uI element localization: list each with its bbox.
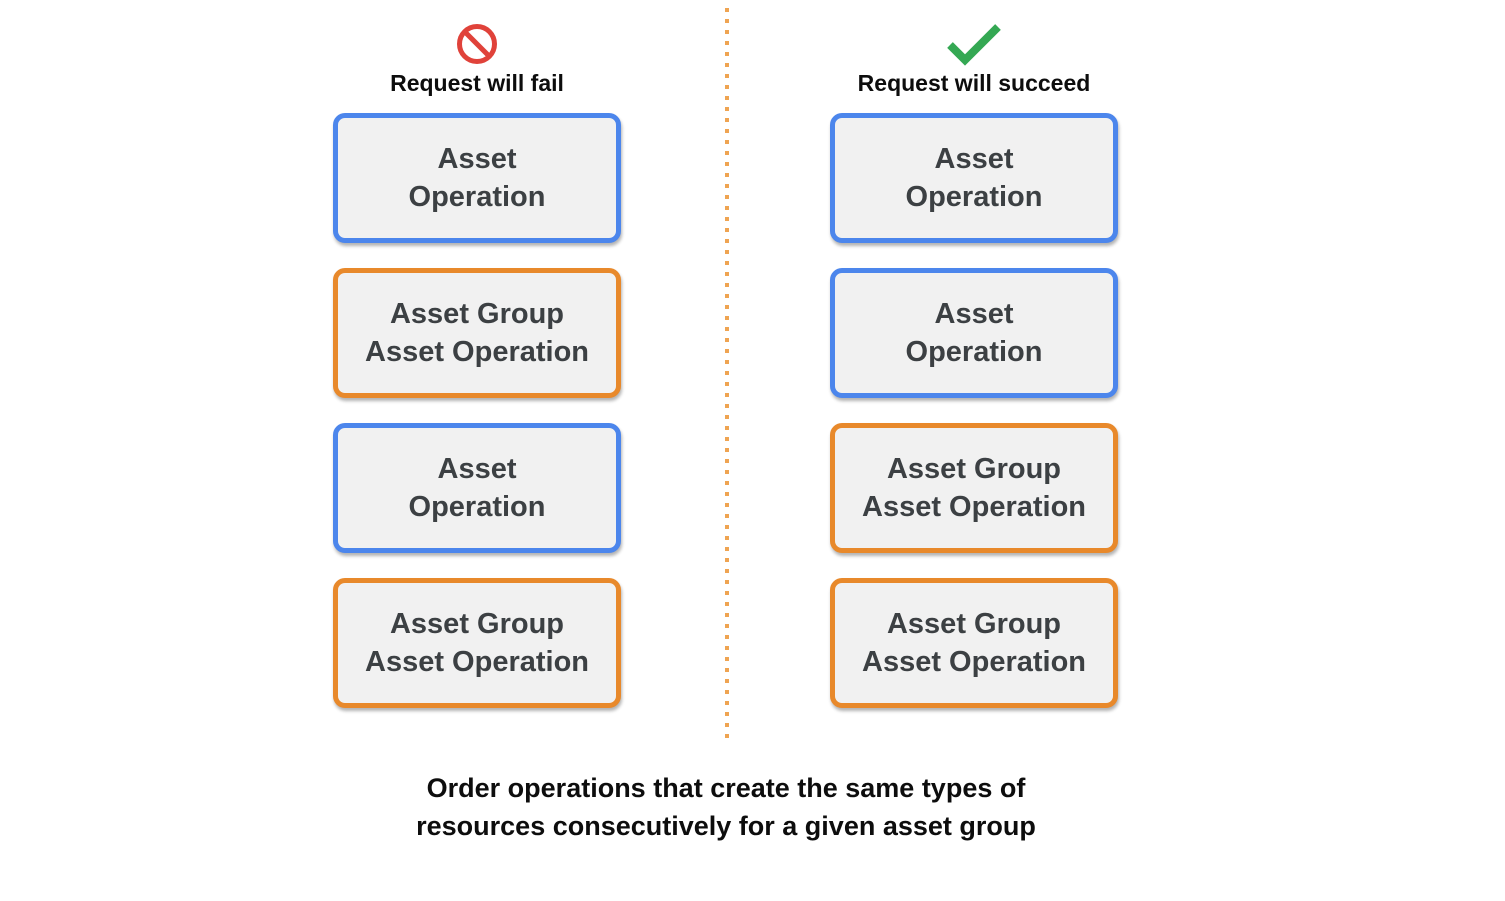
box-label: Asset Group Asset Operation bbox=[862, 453, 1086, 523]
checkmark-icon bbox=[945, 21, 1003, 67]
succeed-box-2-asset-operation: Asset Operation bbox=[830, 268, 1118, 398]
succeed-column: Request will succeed Asset Operation Ass… bbox=[830, 0, 1118, 708]
fail-box-4-asset-group-asset-operation: Asset Group Asset Operation bbox=[333, 578, 621, 708]
box-label: Asset Group Asset Operation bbox=[365, 608, 589, 678]
fail-box-2-asset-group-asset-operation: Asset Group Asset Operation bbox=[333, 268, 621, 398]
fail-box-1-asset-operation: Asset Operation bbox=[333, 113, 621, 243]
fail-box-3-asset-operation: Asset Operation bbox=[333, 423, 621, 553]
succeed-column-heading: Request will succeed bbox=[857, 70, 1091, 96]
box-label: Asset Group Asset Operation bbox=[862, 608, 1086, 678]
prohibition-icon bbox=[455, 21, 499, 67]
diagram-caption: Order operations that create the same ty… bbox=[416, 773, 1036, 841]
succeed-box-4-asset-group-asset-operation: Asset Group Asset Operation bbox=[830, 578, 1118, 708]
box-label: Asset Operation bbox=[408, 453, 546, 523]
box-label: Asset Operation bbox=[905, 298, 1043, 368]
fail-column-heading: Request will fail bbox=[390, 70, 564, 96]
fail-column: Request will fail Asset Operation Asset … bbox=[333, 0, 621, 708]
succeed-box-1-asset-operation: Asset Operation bbox=[830, 113, 1118, 243]
succeed-box-3-asset-group-asset-operation: Asset Group Asset Operation bbox=[830, 423, 1118, 553]
box-label: Asset Group Asset Operation bbox=[365, 298, 589, 368]
box-label: Asset Operation bbox=[408, 143, 546, 213]
dotted-divider bbox=[725, 8, 729, 738]
box-label: Asset Operation bbox=[905, 143, 1043, 213]
